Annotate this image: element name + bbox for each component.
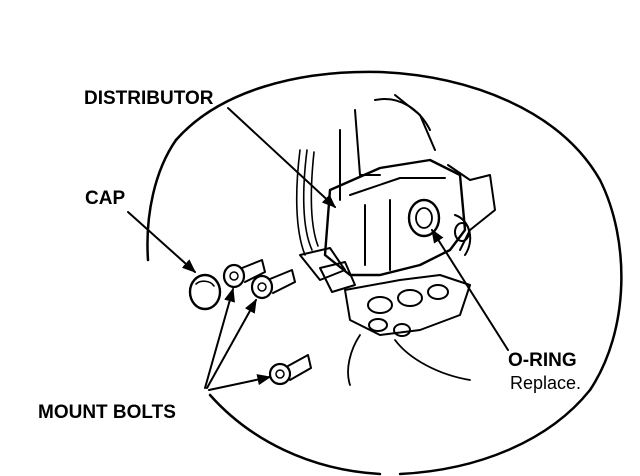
callout-arrows (127, 107, 509, 391)
label-mount-bolts: MOUNT BOLTS (38, 402, 176, 423)
detail-circle (146, 70, 623, 476)
label-cap: CAP (85, 188, 125, 209)
mount-bolt-3 (268, 354, 312, 386)
label-o-ring-note: Replace. (510, 373, 581, 393)
mount-bolt-2 (250, 269, 296, 300)
mount-bolt-1 (222, 259, 266, 289)
label-o-ring: O-RING (508, 350, 577, 371)
distributor-housing (295, 94, 496, 386)
cap-part (188, 273, 222, 311)
label-distributor: DISTRIBUTOR (84, 88, 214, 109)
